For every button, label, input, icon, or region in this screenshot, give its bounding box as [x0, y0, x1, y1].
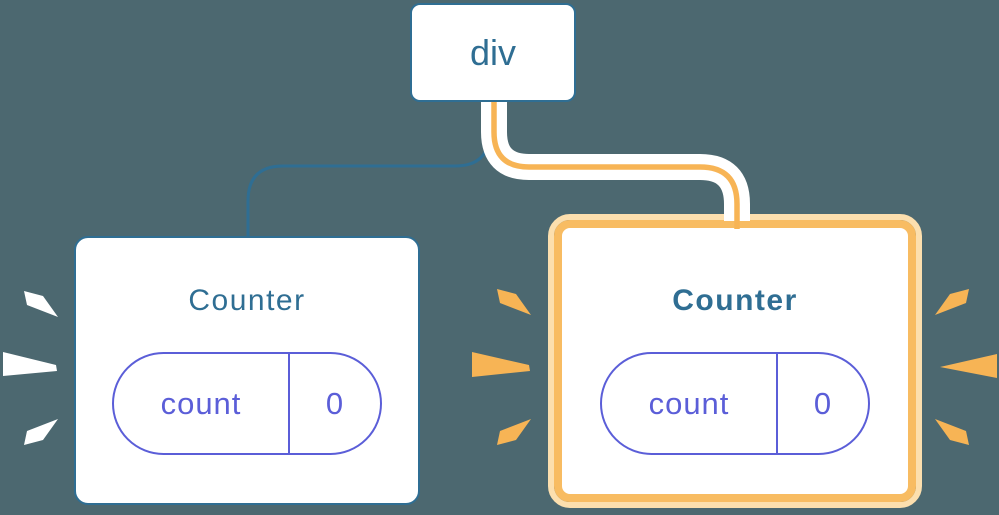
root-node-label: div [469, 31, 517, 73]
counter-title: Counter [672, 284, 798, 317]
burst-mark-icon [24, 419, 58, 445]
burst-mark-icon [497, 289, 531, 315]
burst-mark-icon [24, 291, 58, 317]
render-burst-left-counter [3, 291, 58, 445]
burst-mark-icon [3, 352, 57, 376]
state-value: 0 [325, 385, 345, 421]
burst-mark-icon [497, 419, 531, 445]
counter-card-right: Counter count 0 [554, 220, 916, 502]
burst-mark-icon [935, 289, 969, 315]
edge-div-to-right-counter [491, 99, 740, 229]
state-pill: count 0 [600, 352, 870, 455]
counter-title: Counter [188, 284, 306, 317]
edge-div-to-left-counter [246, 100, 492, 237]
counter-card-right-highlight-ring: Counter count 0 [548, 214, 922, 508]
counter-card-left: Counter count 0 [74, 236, 420, 505]
state-key: count [114, 354, 290, 453]
root-node: div [410, 3, 576, 102]
state-key: count [602, 354, 778, 453]
burst-mark-icon [472, 352, 530, 377]
burst-mark-icon [940, 354, 997, 378]
state-pill: count 0 [112, 352, 382, 455]
edge-highlight-casing [481, 99, 750, 221]
state-value: 0 [813, 385, 833, 421]
burst-mark-icon [935, 419, 969, 445]
